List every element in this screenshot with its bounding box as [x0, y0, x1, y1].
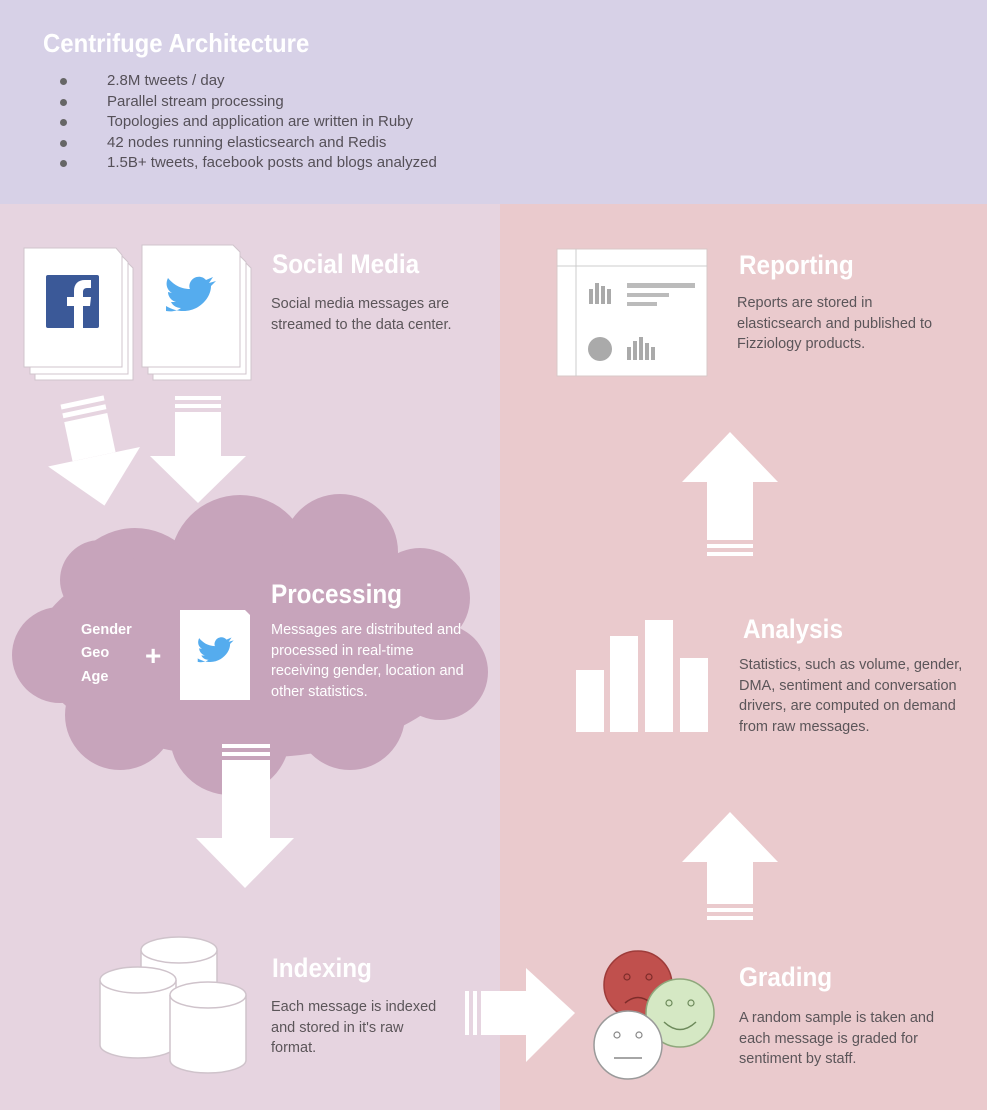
social-media-title: Social Media	[272, 249, 420, 279]
desc-line: Messages are distributed and	[271, 622, 462, 638]
desc-line: Social media messages are	[271, 296, 450, 312]
desc-line: DMA, sentiment and conversation	[739, 677, 957, 694]
desc-line: Fizziology products.	[737, 336, 866, 352]
tweet-card	[180, 610, 250, 700]
desc-line: processed in real-time	[271, 642, 414, 659]
facebook-document-stack	[23, 247, 134, 381]
desc-line: other statistics.	[271, 683, 368, 700]
tag-geo: Geo	[81, 645, 110, 661]
smiley-icon	[645, 978, 715, 1048]
bullet-dot	[60, 78, 67, 85]
desc-line: receiving gender, location and	[271, 663, 464, 679]
bullet-item: 2.8M tweets / day	[58, 72, 437, 93]
analysis-title: Analysis	[743, 614, 843, 644]
bullet-text: 42 nodes running elasticsearch and Redis	[107, 133, 387, 151]
desc-line: streamed to the data center.	[271, 316, 452, 333]
arrow-icon	[48, 395, 141, 506]
facebook-icon	[46, 275, 99, 328]
processing-desc: Messages are distributed and processed i…	[271, 620, 464, 702]
bullet-item: Topologies and application are written i…	[58, 113, 437, 134]
bullet-text: 2.8M tweets / day	[107, 72, 225, 89]
desc-line: each message is graded for	[739, 1030, 918, 1047]
analysis-desc: Statistics, such as volume, gender, DMA,…	[739, 655, 962, 737]
arrow-icon	[465, 968, 575, 1062]
bar-chart-icon	[576, 620, 708, 732]
bullet-dot	[60, 160, 67, 167]
reporting-desc: Reports are stored in elasticsearch and …	[737, 293, 932, 355]
desc-line: drivers, are computed on demand	[739, 698, 956, 714]
twitter-document-stack	[141, 244, 252, 381]
twitter-icon	[166, 276, 216, 312]
bullet-dot	[60, 119, 67, 126]
twitter-icon	[197, 637, 234, 663]
tag-age: Age	[81, 669, 109, 685]
database-icon	[99, 936, 247, 1074]
desc-line: format.	[271, 1040, 317, 1056]
arrow-icon	[150, 396, 246, 503]
grading-desc: A random sample is taken and each messag…	[739, 1008, 934, 1070]
plus-sign: +	[145, 640, 162, 671]
desc-line: Each message is indexed	[271, 999, 437, 1015]
indexing-title: Indexing	[272, 953, 372, 983]
social-media-desc: Social media messages are streamed to th…	[271, 294, 452, 335]
bullet-item: 42 nodes running elasticsearch and Redis	[58, 134, 437, 155]
desc-line: Reports are stored in	[737, 295, 873, 311]
processing-title: Processing	[271, 579, 403, 609]
bullet-list: 2.8M tweets / day Parallel stream proces…	[58, 72, 437, 175]
desc-line: elasticsearch and published to	[737, 315, 933, 332]
header: Centrifuge Architecture 2.8M tweets / da…	[0, 0, 987, 204]
page-title: Centrifuge Architecture	[43, 28, 310, 58]
arrow-icon	[682, 812, 778, 920]
arrow-icon	[682, 432, 778, 556]
desc-line: A random sample is taken and	[739, 1010, 935, 1026]
indexing-desc: Each message is indexed and stored in it…	[271, 997, 436, 1059]
desc-line: Statistics, such as volume, gender,	[739, 657, 963, 673]
report-icon	[556, 248, 708, 377]
bullet-dot	[60, 139, 67, 147]
desc-line: from raw messages.	[739, 718, 870, 735]
desc-line: and stored in it's raw	[271, 1019, 404, 1036]
bullet-text: Parallel stream processing	[107, 92, 284, 110]
bullet-text: Topologies and application are written i…	[107, 113, 414, 130]
bullet-text: 1.5B+ tweets, facebook posts and blogs a…	[107, 154, 437, 171]
reporting-title: Reporting	[739, 250, 854, 280]
bullet-item: 1.5B+ tweets, facebook posts and blogs a…	[58, 154, 437, 175]
bullet-dot	[60, 98, 67, 106]
arrow-icon	[196, 744, 294, 888]
tag-gender: Gender	[81, 622, 132, 638]
smiley-icon	[593, 1010, 663, 1080]
bullet-item: Parallel stream processing	[58, 93, 437, 114]
grading-title: Grading	[739, 962, 833, 992]
desc-line: sentiment by staff.	[739, 1051, 857, 1067]
